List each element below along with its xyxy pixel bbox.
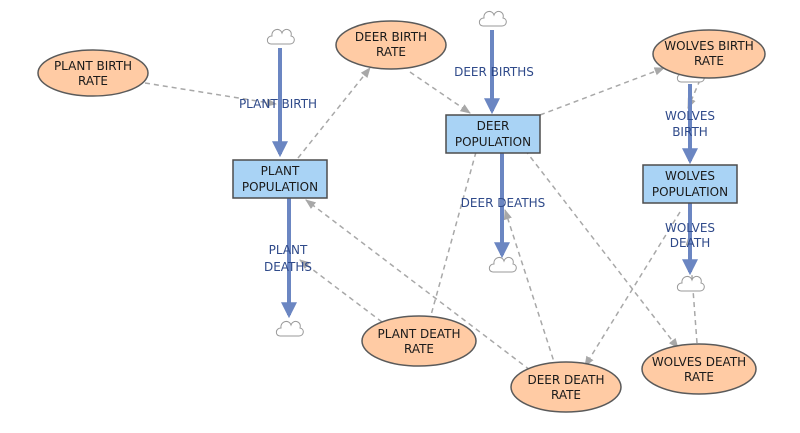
variable-label-line2: RATE [694, 54, 724, 68]
variable-deer-death-rate[interactable]: DEER DEATH RATE [510, 361, 622, 413]
stock-label-line1: PLANT [261, 164, 300, 178]
link-plantdeathrate-to-plantdeaths [299, 259, 383, 323]
cloud-icon [478, 10, 507, 27]
link-deerpop-to-wolvesdeathrate [524, 149, 679, 349]
variable-label-line2: RATE [78, 74, 108, 88]
variable-plant-birth-rate[interactable]: PLANT BIRTH RATE [37, 49, 149, 97]
link-deerpop-to-plantdeathrate [426, 151, 477, 328]
variable-label-line2: RATE [684, 370, 714, 384]
flow-label-wolves-death-line2: DEATH [670, 236, 710, 250]
variable-deer-birth-rate[interactable]: DEER BIRTH RATE [335, 20, 447, 70]
link-deerpop-to-wolvesbirthrate [539, 67, 665, 116]
cloud-icon [488, 256, 517, 273]
variable-wolves-birth-rate[interactable]: WOLVES BIRTH RATE [652, 29, 766, 79]
flow-label-wolves-birth-line1: WOLVES [665, 109, 715, 123]
link-deerdeathrate-to-plantpop [305, 199, 531, 371]
flow-label-plant-deaths-line2: DEATHS [264, 260, 312, 274]
stock-label-line2: POPULATION [242, 180, 318, 194]
flow-label-deer-deaths: DEER DEATHS [461, 196, 546, 210]
cloud-icon [676, 275, 705, 292]
link-wolvespop-to-deerdeathrate [584, 211, 681, 367]
cloud-icon [266, 28, 295, 45]
stock-wolves-population[interactable]: WOLVES POPULATION [642, 164, 738, 204]
flow-label-wolves-birth-line2: BIRTH [672, 125, 708, 139]
stock-plant-population[interactable]: PLANT POPULATION [232, 159, 328, 199]
flow-label-plant-birth: PLANT BIRTH [239, 97, 317, 111]
link-plantpop-to-deerbirthrate [297, 67, 371, 159]
stock-deer-population[interactable]: DEER POPULATION [445, 114, 541, 154]
stock-label-line1: WOLVES [665, 169, 715, 183]
flow-label-wolves-death-line1: WOLVES [665, 221, 715, 235]
variable-label-line1: DEER BIRTH [355, 30, 427, 44]
variable-label-line2: RATE [551, 388, 581, 402]
stock-label-line1: DEER [477, 119, 510, 133]
stock-label-line2: POPULATION [652, 185, 728, 199]
stock-label-line2: POPULATION [455, 135, 531, 149]
variable-label-line1: DEER DEATH [527, 373, 604, 387]
variable-label-line1: PLANT DEATH [378, 327, 461, 341]
flow-label-deer-births: DEER BIRTHS [454, 65, 534, 79]
variable-label-line1: WOLVES DEATH [652, 355, 746, 369]
link-deerdeathrate-to-deerdeaths [503, 209, 557, 369]
variable-label-line1: WOLVES BIRTH [664, 39, 754, 53]
link-plantbirthrate-to-plantbirth [144, 82, 278, 107]
variable-label-line2: RATE [376, 45, 406, 59]
variable-plant-death-rate[interactable]: PLANT DEATH RATE [361, 315, 477, 367]
flow-label-plant-deaths-line1: PLANT [269, 243, 308, 257]
variable-label-line2: RATE [404, 342, 434, 356]
link-deerbirthrate-to-deerbirths [409, 71, 471, 114]
variable-wolves-death-rate[interactable]: WOLVES DEATH RATE [641, 343, 757, 395]
variable-label-line1: PLANT BIRTH [54, 59, 132, 73]
cloud-icon [275, 320, 304, 337]
